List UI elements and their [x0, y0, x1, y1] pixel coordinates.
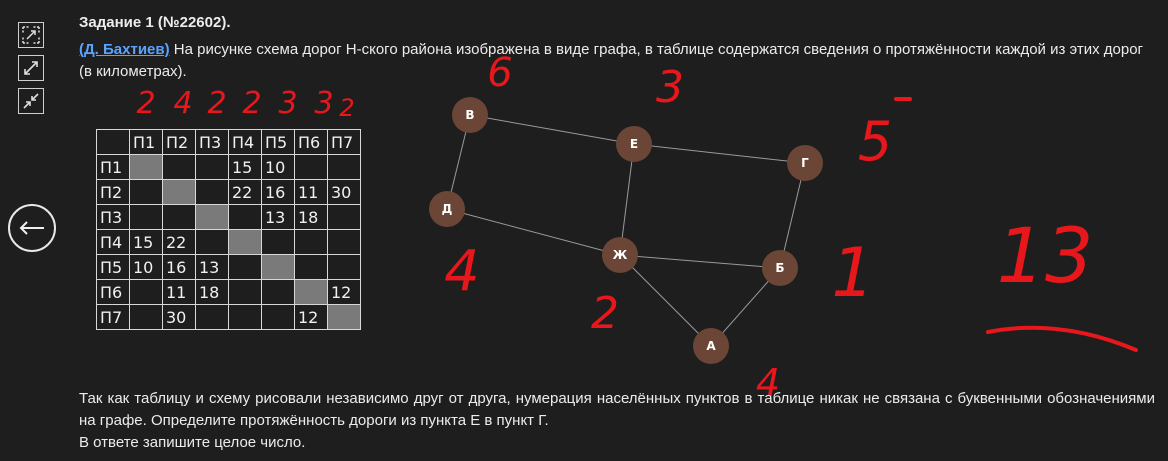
- arrow-left-icon: [19, 221, 44, 235]
- table-cell: [294, 154, 328, 180]
- handwritten-column-degree: 2: [207, 86, 226, 121]
- table-cell: П6: [96, 279, 130, 305]
- graph-node-label: Ж: [613, 248, 628, 262]
- table-cell: 22: [162, 229, 196, 255]
- table-cell: П5: [96, 254, 130, 280]
- handwritten-note-g: 5: [858, 110, 892, 173]
- graph-node-label: А: [706, 339, 716, 353]
- table-cell: [294, 279, 328, 305]
- handwritten-note-d: 4: [444, 239, 480, 304]
- question-text: Так как таблицу и схему рисовали независ…: [79, 390, 1155, 429]
- table-cell: 11: [294, 179, 328, 205]
- edge-zh-b: [619, 254, 781, 269]
- table-cell: 30: [327, 179, 361, 205]
- table-header-cell: П6: [294, 129, 328, 155]
- edge-d-zh: [446, 208, 621, 256]
- graph-node-zh: Ж: [602, 237, 638, 273]
- handwritten-column-degree: 4: [173, 86, 192, 121]
- table-cell: 12: [327, 279, 361, 305]
- intro-text: На рисунке схема дорог Н-ского района из…: [79, 41, 1144, 80]
- graph-node-label: Г: [801, 156, 809, 170]
- table-cell: [195, 179, 229, 205]
- table-cell: [327, 229, 361, 255]
- task-title: Задание 1 (№22602).: [79, 14, 231, 31]
- table-cell: П3: [96, 204, 130, 230]
- handwritten-column-degree: 2: [136, 86, 155, 121]
- handwritten-note-a: 4: [756, 361, 780, 405]
- handwritten-column-degree: 3: [278, 86, 297, 121]
- shrink-icon[interactable]: [18, 88, 44, 114]
- author-link[interactable]: (Д. Бахтиев): [79, 41, 170, 58]
- edge-v-e: [469, 114, 635, 145]
- handwritten-column-degree: 2: [242, 86, 261, 121]
- graph-node-d: Д: [429, 191, 465, 227]
- table-cell: [327, 304, 361, 330]
- graph-node-label: Д: [442, 202, 453, 216]
- table-cell: П1: [96, 154, 130, 180]
- table-cell: [327, 154, 361, 180]
- table-cell: [162, 204, 196, 230]
- table-cell: 22: [228, 179, 262, 205]
- graph-node-label: Е: [630, 137, 638, 151]
- handwritten-column-degree: 2: [339, 94, 354, 122]
- graph-node-label: Б: [775, 261, 784, 275]
- table-cell: [195, 204, 229, 230]
- table-header-cell: П3: [195, 129, 229, 155]
- handwritten-note-v: 6: [487, 50, 512, 96]
- task-question: Так как таблицу и схему рисовали независ…: [79, 388, 1155, 454]
- table-header-row: П1 П2 П3 П4 П5 П6 П7: [96, 129, 361, 155]
- table-cell: П2: [96, 179, 130, 205]
- handwritten-underline: [986, 325, 1138, 352]
- table-cell: [162, 154, 196, 180]
- table-header-cell: П4: [228, 129, 262, 155]
- graph-node-g: Г: [787, 145, 823, 181]
- table-cell: 30: [162, 304, 196, 330]
- expand-icon[interactable]: [18, 55, 44, 81]
- edge-e-zh: [619, 143, 635, 256]
- graph-node-b: Б: [762, 250, 798, 286]
- handwritten-column-degree: 3: [314, 86, 333, 121]
- handwritten-note-e: 3: [656, 62, 684, 113]
- table-row: П1 15 10: [96, 154, 361, 180]
- graph-node-a: А: [693, 328, 729, 364]
- table-cell: 13: [195, 254, 229, 280]
- edge-zh-a: [619, 254, 712, 347]
- table-cell: 15: [228, 154, 262, 180]
- handwritten-note-zh: 2: [591, 288, 619, 339]
- table-cell: 18: [294, 204, 328, 230]
- table-cell: П7: [96, 304, 130, 330]
- back-arrow-button[interactable]: [8, 204, 56, 252]
- table-cell: [195, 154, 229, 180]
- task-intro: (Д. Бахтиев) На рисунке схема дорог Н-ск…: [79, 39, 1155, 83]
- table-cell: [228, 304, 262, 330]
- table-row: П7 30 12: [96, 304, 361, 330]
- table-row: П3 13 18: [96, 204, 361, 230]
- table-cell: [129, 154, 163, 180]
- table-cell: 10: [129, 254, 163, 280]
- table-header-cell: П2: [162, 129, 196, 155]
- table-header-cell: П7: [327, 129, 361, 155]
- table-cell: [327, 204, 361, 230]
- distance-table: П1 П2 П3 П4 П5 П6 П7 П1 15 10 П2 22 16 1…: [96, 129, 361, 330]
- table-cell: 18: [195, 279, 229, 305]
- graph-node-e: Е: [616, 126, 652, 162]
- graph-node-v: В: [452, 97, 488, 133]
- table-cell: [228, 229, 262, 255]
- graph-node-label: В: [465, 108, 474, 122]
- table-header-cell: П1: [129, 129, 163, 155]
- edge-e-g: [633, 143, 806, 164]
- table-row: П6 11 18 12: [96, 279, 361, 305]
- handwritten-answer: 13: [997, 211, 1094, 300]
- handwritten-note-b: 1: [831, 234, 874, 313]
- collapse-icon[interactable]: [18, 22, 44, 48]
- table-row: П2 22 16 11 30: [96, 179, 361, 205]
- answer-instruction: В ответе запишите целое число.: [79, 434, 306, 451]
- table-cell: [129, 279, 163, 305]
- table-cell: 12: [294, 304, 328, 330]
